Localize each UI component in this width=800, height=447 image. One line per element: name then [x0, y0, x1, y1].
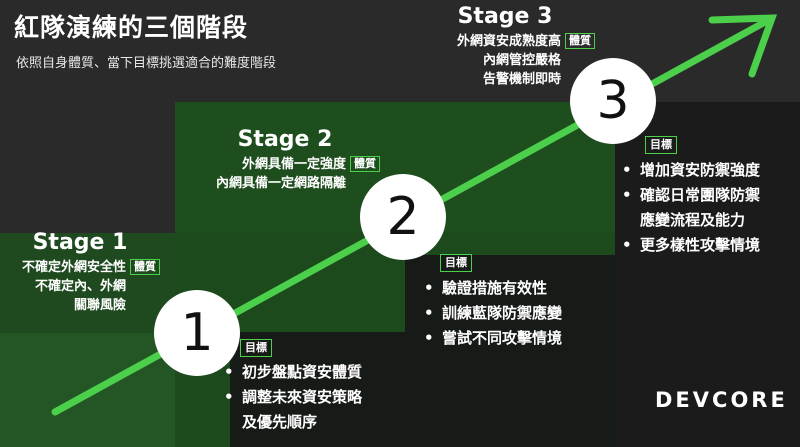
- stage-3-number-circle: 3: [570, 58, 656, 144]
- devcore-logo: DEVCORE: [655, 388, 788, 412]
- list-item: •訓練藍隊防禦應變: [424, 304, 563, 322]
- page-title: 紅隊演練的三個階段: [14, 13, 249, 42]
- page-subtitle: 依照自身體質、當下目標挑選適合的難度階段: [16, 56, 277, 71]
- stage-3-line: 內網管控嚴格: [482, 53, 561, 68]
- stage-3-badge: 體質: [565, 33, 595, 49]
- stage-3-goal-tag: 目標: [645, 136, 677, 154]
- list-item: •更多樣性攻擊情境: [622, 236, 761, 254]
- stage-3-line: 告警機制即時: [482, 72, 561, 87]
- stage-2-number-circle: 2: [360, 174, 446, 260]
- stage-1-goal-panel: [230, 332, 410, 447]
- stage-2-badge: 體質: [350, 156, 380, 172]
- stage-3-name: Stage 3: [457, 4, 553, 29]
- stage-2-line: 外網具備一定強度體質: [180, 155, 380, 174]
- stage-1-header-panel: [0, 233, 175, 333]
- stage-1-name: Stage 1: [32, 230, 128, 255]
- stage-1-line: 不確定外網安全性體質: [0, 258, 160, 277]
- arrow-head: [708, 14, 778, 78]
- list-item: •驗證措施有效性: [424, 279, 548, 297]
- stage-1-badge: 體質: [130, 259, 160, 275]
- stage-2-goal-panel: [405, 255, 615, 447]
- stage-1-block: Stage 1 不確定外網安全性體質 不確定內、外網 關聯風險: [0, 230, 160, 315]
- stage-3-panel: [615, 102, 800, 447]
- list-item: •調整未來資安策略: [224, 388, 363, 406]
- stage-2-goal-list: •驗證措施有效性 •訓練藍隊防禦應變 •嘗試不同攻擊情境: [424, 276, 562, 351]
- stage-3-block: Stage 3 外網資安成熟度高體質 內網管控嚴格 告警機制即時: [405, 4, 595, 89]
- stage-1-line: 不確定內、外網: [34, 279, 126, 294]
- stage-1-number-circle: 1: [154, 290, 240, 376]
- stage-1-line: 關聯風險: [73, 298, 126, 313]
- stage-3-goal-list: •增加資安防禦強度 •確認日常團隊防禦 應變流程及能力 •更多樣性攻擊情境: [622, 158, 760, 258]
- stage-1-goal-list: •初步盤點資安體質 •調整未來資安策略 及優先順序: [224, 360, 362, 435]
- stage-2-goal-tag: 目標: [440, 254, 472, 272]
- list-item: •增加資安防禦強度: [622, 161, 761, 179]
- stage-2-line: 內網具備一定網路隔離: [215, 176, 346, 191]
- list-item: •確認日常團隊防禦: [622, 186, 761, 204]
- stage-1-goal-tag: 目標: [240, 339, 272, 357]
- list-item: 及優先順序: [242, 413, 318, 431]
- stage-2-block: Stage 2 外網具備一定強度體質 內網具備一定網路隔離: [180, 127, 380, 193]
- stage-3-line: 外網資安成熟度高體質: [405, 32, 595, 51]
- list-item: 應變流程及能力: [640, 211, 746, 229]
- list-item: •嘗試不同攻擊情境: [424, 329, 563, 347]
- list-item: •初步盤點資安體質: [224, 363, 363, 381]
- stage-2-name: Stage 2: [237, 127, 333, 152]
